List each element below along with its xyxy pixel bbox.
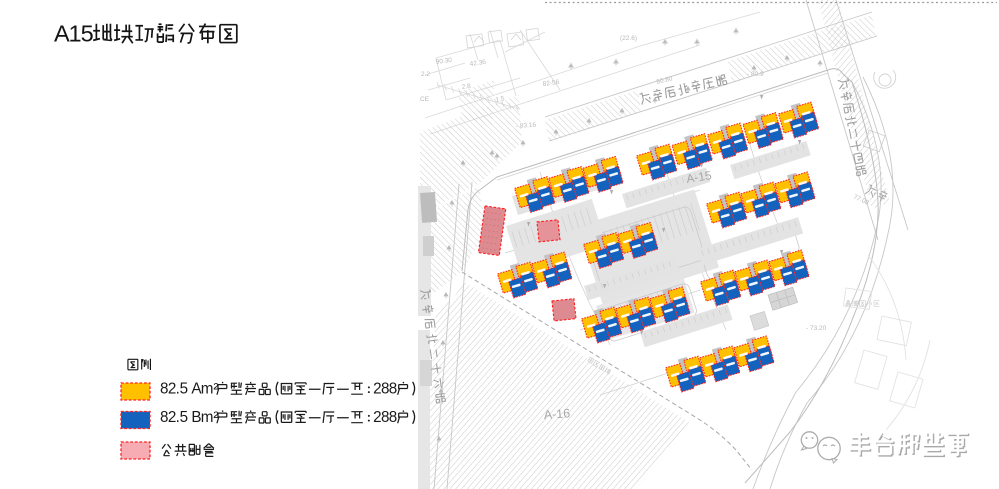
svg-text:1.5: 1.5	[495, 95, 506, 104]
svg-text:2: 2	[168, 381, 176, 398]
svg-text:42.36: 42.36	[469, 59, 486, 68]
svg-text:5: 5	[180, 381, 188, 398]
svg-text:8: 8	[389, 381, 397, 398]
svg-text:8: 8	[381, 381, 389, 398]
svg-text:CE: CE	[420, 96, 430, 103]
svg-text:8: 8	[160, 381, 168, 398]
svg-text:A: A	[54, 20, 70, 46]
svg-text:2.2: 2.2	[421, 71, 430, 78]
svg-text:B: B	[191, 409, 201, 426]
svg-text:m²: m²	[201, 381, 219, 398]
svg-text:8: 8	[389, 409, 397, 426]
svg-text:8: 8	[381, 409, 389, 426]
svg-text:.: .	[176, 381, 180, 398]
svg-text:2: 2	[168, 409, 176, 426]
svg-text:A-15: A-15	[685, 168, 713, 186]
svg-text:5: 5	[180, 409, 188, 426]
svg-text:- 83.16: - 83.16	[516, 122, 537, 130]
svg-text:1: 1	[69, 20, 82, 46]
svg-text:.: .	[176, 409, 180, 426]
svg-text:m²: m²	[201, 409, 219, 426]
svg-text:2: 2	[373, 381, 381, 398]
svg-text:80.80: 80.80	[656, 75, 674, 86]
svg-text:(22.6): (22.6)	[620, 35, 637, 42]
svg-text:5: 5	[81, 20, 94, 46]
svg-text:82-56: 82-56	[542, 79, 560, 88]
svg-text:2: 2	[373, 409, 381, 426]
svg-text:A: A	[191, 381, 202, 398]
svg-text:- 73.20: - 73.20	[806, 325, 827, 332]
svg-text:2.8: 2.8	[461, 83, 471, 91]
svg-text:90.30: 90.30	[435, 57, 452, 66]
svg-text:A-16: A-16	[543, 406, 570, 422]
svg-text:8: 8	[160, 409, 168, 426]
